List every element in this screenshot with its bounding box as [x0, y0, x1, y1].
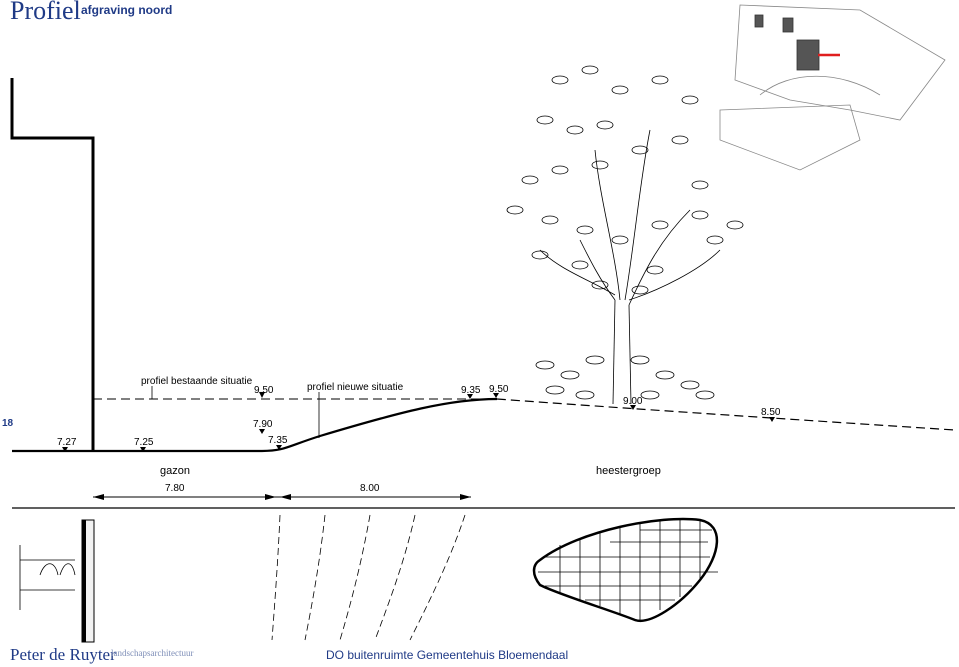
- level-triangle: [276, 445, 282, 450]
- label-new-profile: profiel nieuwe situatie: [307, 382, 404, 393]
- level-triangle: [467, 394, 473, 399]
- level-triangle: [259, 392, 265, 398]
- level-marker: 9.00: [623, 396, 643, 407]
- existing-slope-line: [496, 398, 956, 431]
- building-wall: [10, 78, 95, 452]
- dimension-slope: 8.00: [360, 483, 380, 494]
- page-title: Profiel: [10, 0, 81, 25]
- level-marker: 9.50: [254, 385, 274, 396]
- page-subtitle: afgraving noord: [81, 3, 173, 17]
- level-marker: 7.25: [134, 437, 154, 448]
- level-marker: 7.90: [253, 419, 273, 430]
- level-marker: 8.50: [761, 407, 781, 418]
- level-triangle: [259, 429, 265, 434]
- dimension-line: [93, 494, 471, 500]
- key-plan: [719, 4, 946, 171]
- level-marker: 7.35: [268, 435, 288, 446]
- dimension-lawn: 7.80: [165, 483, 185, 494]
- level-triangle: [140, 447, 146, 452]
- footer-firm-type: landschapsarchitectuur: [111, 648, 194, 658]
- zone-shrubs-label: heestergroep: [596, 465, 661, 477]
- footer-project-title: DO buitenruimte Gemeentehuis Bloemendaal: [326, 648, 569, 662]
- level-marker: 9.35: [461, 385, 481, 396]
- label-existing-profile: profiel bestaande situatie: [141, 376, 253, 387]
- tree-illustration: [506, 65, 744, 405]
- level-marker: 7.27: [57, 437, 77, 448]
- level-triangle: [493, 393, 499, 398]
- footer-firm-name: Peter de Ruyter: [10, 645, 116, 664]
- shrub-bed-plan: [532, 517, 719, 623]
- level-triangle: [769, 417, 775, 422]
- plan-view: [12, 507, 955, 643]
- page-number: 18: [2, 418, 14, 429]
- level-triangle: [630, 405, 636, 410]
- level-triangle: [62, 447, 68, 452]
- level-marker: 9.50: [489, 384, 509, 395]
- zone-lawn-label: gazon: [160, 465, 190, 477]
